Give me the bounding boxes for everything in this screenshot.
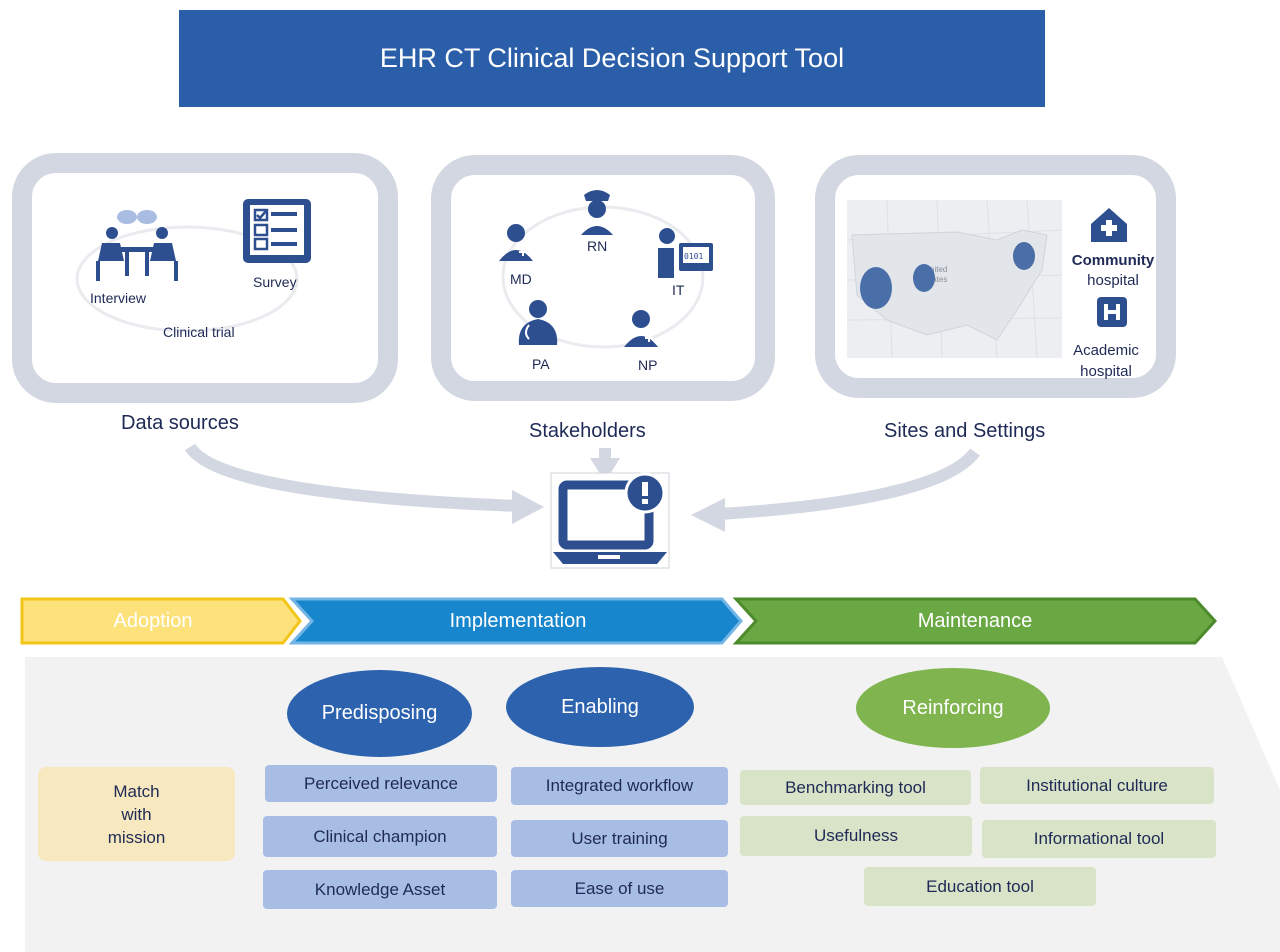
svg-text:0101: 0101 <box>684 252 703 261</box>
clinical-champion-box: Clinical champion <box>263 816 497 857</box>
match-line3: mission <box>107 827 166 847</box>
implementation-label: Implementation <box>449 609 587 632</box>
match-with-mission-box: Match with mission <box>38 767 235 861</box>
arrow-from-sites <box>719 448 980 520</box>
it-worker-icon: 0101 <box>658 228 713 278</box>
meeting-icon <box>96 210 178 281</box>
site-marker-central <box>913 264 935 292</box>
np-label: NP <box>638 357 658 373</box>
pa-label: PA <box>532 356 550 372</box>
map-text-2: tates <box>930 275 947 284</box>
page-title: EHR CT Clinical Decision Support Tool <box>179 10 1045 107</box>
physician-assistant-icon <box>518 300 558 345</box>
maintenance-chevron <box>732 597 1218 645</box>
adoption-label: Adoption <box>113 609 193 632</box>
knowledge-asset-box: Knowledge Asset <box>263 870 497 909</box>
stakeholders-graphics: 0101 <box>499 190 713 349</box>
nurse-practitioner-icon <box>624 310 658 347</box>
institutional-culture-box: Institutional culture <box>980 767 1214 804</box>
laptop-alert-icon <box>550 472 670 569</box>
integrated-workflow-box: Integrated workflow <box>511 767 728 805</box>
md-label: MD <box>510 271 532 287</box>
sites-caption: Sites and Settings <box>884 420 1046 442</box>
data-sources-graphics <box>75 199 311 333</box>
education-tool-box: Education tool <box>864 867 1096 906</box>
user-training-box: User training <box>511 820 728 857</box>
academic-hospital-label: Academic hospital <box>1056 340 1156 382</box>
nurse-icon <box>581 190 613 235</box>
data-sources-caption: Data sources <box>121 412 239 434</box>
academic-line2: hospital <box>1080 363 1132 380</box>
clinical-trial-label: Clinical trial <box>163 324 235 340</box>
survey-label: Survey <box>253 274 297 290</box>
survey-icon <box>243 199 311 263</box>
informational-tool-box: Informational tool <box>982 820 1216 858</box>
arrow-from-data-sources <box>184 443 521 512</box>
doctor-icon <box>499 224 533 261</box>
it-label: IT <box>672 282 685 298</box>
interview-label: Interview <box>90 290 147 306</box>
us-map: nited tates <box>847 200 1062 358</box>
community-hospital-label: Community hospital <box>1063 251 1163 291</box>
community-hospital-icon <box>1091 208 1127 242</box>
site-marker-west <box>860 267 892 309</box>
match-line2: with <box>121 804 152 824</box>
predisposing-oval: Predisposing <box>287 670 472 757</box>
reinforcing-oval: Reinforcing <box>856 668 1050 748</box>
match-line1: Match <box>113 781 160 801</box>
site-marker-east <box>1013 242 1035 270</box>
community-bold: Community <box>1071 252 1155 269</box>
implementation-chevron <box>288 597 743 645</box>
community-rest: hospital <box>1087 272 1139 289</box>
perceived-relevance-box: Perceived relevance <box>265 765 497 802</box>
benchmarking-tool-box: Benchmarking tool <box>740 770 971 805</box>
adoption-chevron <box>20 597 302 645</box>
maintenance-label: Maintenance <box>917 609 1033 632</box>
flow-arrows <box>184 443 980 569</box>
ease-of-use-box: Ease of use <box>511 870 728 907</box>
academic-line1: Academic <box>1073 342 1139 359</box>
map-text-1: nited <box>930 265 947 274</box>
usefulness-box: Usefulness <box>740 816 972 856</box>
rn-label: RN <box>587 238 608 254</box>
enabling-oval: Enabling <box>506 667 694 747</box>
stage-chevrons <box>20 597 1218 645</box>
stakeholders-caption: Stakeholders <box>529 420 646 442</box>
academic-hospital-icon <box>1097 297 1127 327</box>
title-text: EHR CT Clinical Decision Support Tool <box>379 43 845 73</box>
